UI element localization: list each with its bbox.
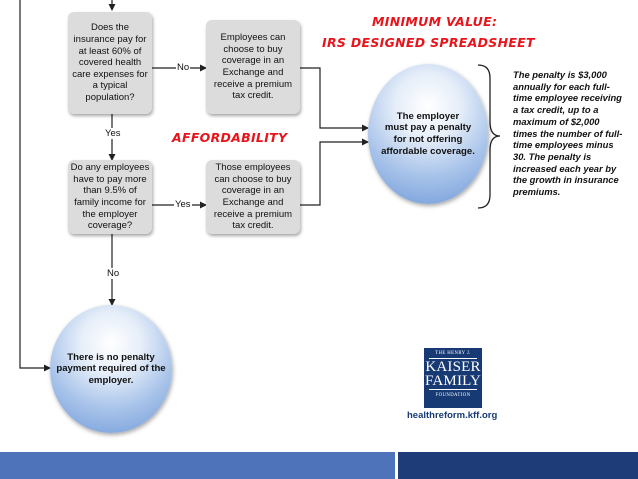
kff-logo-line3: FAMILY — [424, 373, 482, 389]
label-yes-1: Yes — [104, 128, 122, 139]
connector-r2-penalty — [300, 138, 369, 206]
kff-logo: THE HENRY J. KAISER FAMILY FOUNDATION — [424, 348, 482, 408]
question-text-affordability: Do any employees have to pay more than 9… — [70, 162, 150, 232]
footer-bar-left — [0, 452, 395, 479]
no-penalty-circle-text: There is no penalty payment required of … — [56, 351, 166, 386]
kff-logo-line4: FOUNDATION — [435, 393, 471, 398]
penalty-circle-text: The employer must pay a penalty for not … — [381, 110, 475, 157]
footer-bar-right — [398, 452, 638, 479]
question-text-minimum-value: Does the insurance pay for at least 60% … — [72, 22, 148, 103]
minimum-value-annotation-line2: IRS DESIGNED SPREADSHEET — [322, 35, 535, 50]
result-box-exchange-1: Employees can choose to buy coverage in … — [206, 20, 300, 114]
kff-logo-line2: KAISER — [425, 359, 481, 375]
penalty-explanation: The penalty is $3,000 annually for each … — [513, 69, 623, 198]
penalty-circle: The employer must pay a penalty for not … — [368, 64, 488, 204]
kff-logo-rule-bottom — [429, 389, 477, 390]
feed-line-left — [19, 0, 51, 372]
kff-logo-rule-top — [429, 358, 477, 359]
affordability-annotation: AFFORDABILITY — [172, 130, 288, 145]
label-no-2: No — [106, 268, 121, 279]
result-box-exchange-2: Those employees can choose to buy covera… — [206, 160, 300, 234]
no-penalty-circle: There is no penalty payment required of … — [50, 305, 172, 433]
result-text-exchange-2: Those employees can choose to buy covera… — [213, 162, 293, 232]
question-box-minimum-value: Does the insurance pay for at least 60% … — [68, 12, 152, 114]
label-no-1: No — [176, 62, 191, 73]
result-text-exchange-1: Employees can choose to buy coverage in … — [213, 32, 293, 102]
curly-brace — [477, 64, 501, 209]
question-box-affordability: Do any employees have to pay more than 9… — [68, 160, 152, 234]
kff-url: healthreform.kff.org — [407, 410, 498, 421]
label-yes-2: Yes — [174, 199, 192, 210]
minimum-value-annotation-line1: MINIMUM VALUE: — [372, 14, 498, 29]
kff-logo-line1: THE HENRY J. — [435, 351, 471, 356]
connector-r1-penalty — [300, 67, 369, 132]
